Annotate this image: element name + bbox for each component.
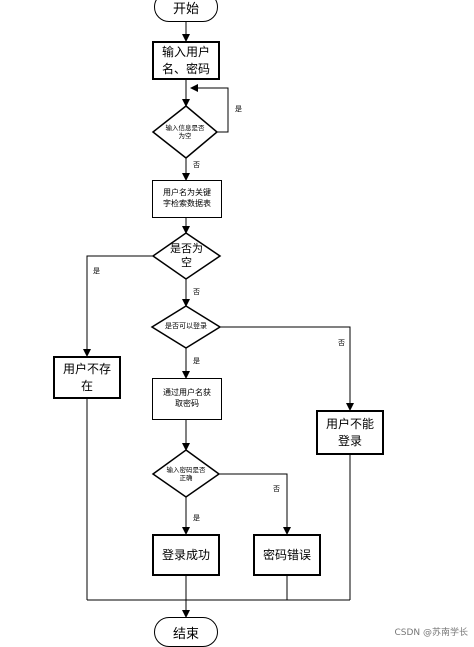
search-table-box: 用户名为关键 字检索数据表 — [152, 180, 222, 218]
get-password-label: 通过用户名获 取密码 — [163, 388, 211, 408]
no-label-decision2: 否 — [193, 288, 200, 296]
login-success-box: 登录成功 — [152, 534, 220, 576]
search-table-label: 用户名为关键 字检索数据表 — [163, 188, 211, 208]
no-label-decision1: 否 — [193, 161, 200, 169]
cannot-login-label: 用户不能 登录 — [325, 417, 374, 448]
user-not-exist-label: 用户不存 在 — [62, 362, 111, 393]
edge-decision1-yes-loop — [190, 84, 229, 133]
decision-can-login-label: 是否可以登录 — [165, 322, 207, 331]
password-error-box: 密码错误 — [253, 534, 321, 576]
yes-label-decision4: 是 — [193, 514, 200, 522]
edge-decision4-no — [219, 473, 291, 535]
cannot-login-box: 用户不能 登录 — [316, 410, 384, 455]
decision-can-login-shape — [150, 305, 222, 349]
no-label-decision3: 否 — [338, 339, 345, 347]
no-label-decision4: 否 — [273, 485, 280, 493]
edge-decision2-yes — [83, 255, 153, 357]
user-not-exist-box: 用户不存 在 — [53, 356, 121, 399]
decision-password-correct-label: 输入密码是否 正确 — [166, 465, 206, 482]
yes-label-decision2: 是 — [93, 267, 100, 275]
password-error-label: 密码错误 — [262, 547, 311, 562]
get-password-box: 通过用户名获 取密码 — [152, 378, 222, 420]
decision-result-empty-shape — [151, 232, 222, 280]
input-credentials-box: 输入用户 名、密码 — [152, 41, 220, 80]
decision-input-empty-label: 输入信息是否 为空 — [165, 123, 205, 140]
start-terminal: 开始 — [154, 0, 218, 22]
yes-label-loop: 是 — [235, 105, 242, 113]
yes-label-decision3: 是 — [193, 357, 200, 365]
login-success-label: 登录成功 — [161, 547, 210, 562]
decision-result-empty-label: 是否为 空 — [170, 241, 203, 269]
decision-password-correct-shape — [151, 449, 221, 498]
edge-decision3-no — [220, 326, 354, 411]
csdn-watermark: CSDN @苏南学长 — [394, 628, 468, 638]
end-terminal: 结束 — [154, 617, 218, 647]
input-credentials-label: 输入用户 名、密码 — [161, 45, 210, 76]
decision-input-empty-shape — [151, 105, 219, 159]
